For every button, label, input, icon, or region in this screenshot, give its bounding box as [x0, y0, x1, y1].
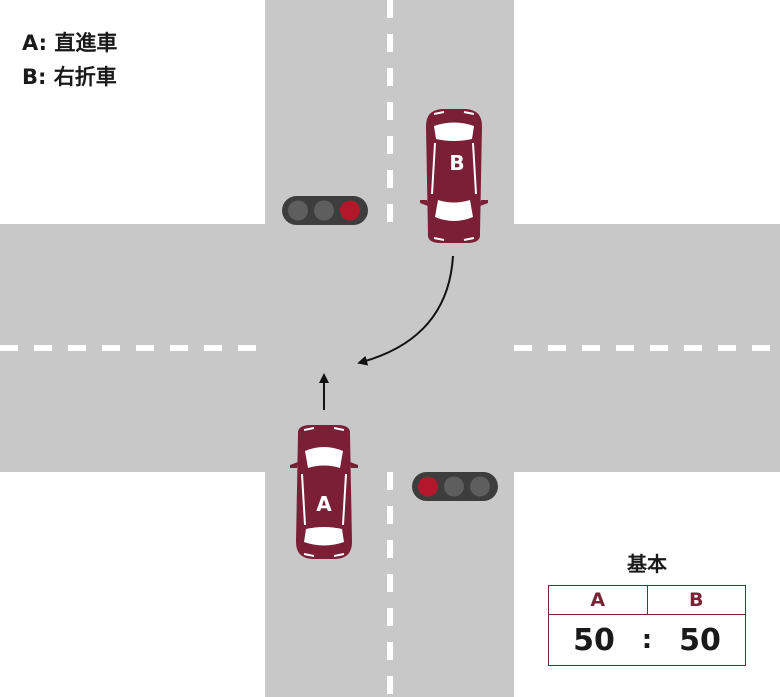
right-turn-arrow	[357, 255, 454, 366]
ratio-value-b: 50	[679, 622, 721, 658]
ratio-title: 基本	[627, 552, 667, 576]
car-b	[420, 109, 488, 243]
signal-light-off	[444, 476, 464, 497]
legend-item-a: A: 直進車	[22, 31, 118, 55]
ratio-value-a: 50	[573, 622, 615, 658]
ratio-header-b: B	[689, 589, 704, 611]
car-b-label: B	[449, 151, 464, 175]
ratio-header-row: A B	[549, 586, 745, 615]
signal-light-red	[418, 476, 438, 497]
signal-light-off	[288, 200, 308, 221]
traffic-signal-upper	[282, 196, 368, 225]
ratio-header-a: A	[549, 586, 648, 614]
ratio-separator: :	[641, 625, 653, 655]
traffic-signal-lower	[412, 472, 498, 501]
ratio-value-row: 50 : 50	[549, 615, 745, 665]
legend: A: 直進車 B: 右折車	[22, 26, 117, 94]
signal-light-off	[470, 476, 490, 497]
car-a	[290, 425, 358, 559]
car-a-label: A	[316, 492, 332, 516]
legend-item-b: B: 右折車	[22, 65, 117, 89]
signal-light-off	[314, 200, 334, 221]
signal-light-red	[340, 200, 360, 221]
fault-ratio-table: A B 50 : 50	[548, 585, 746, 666]
